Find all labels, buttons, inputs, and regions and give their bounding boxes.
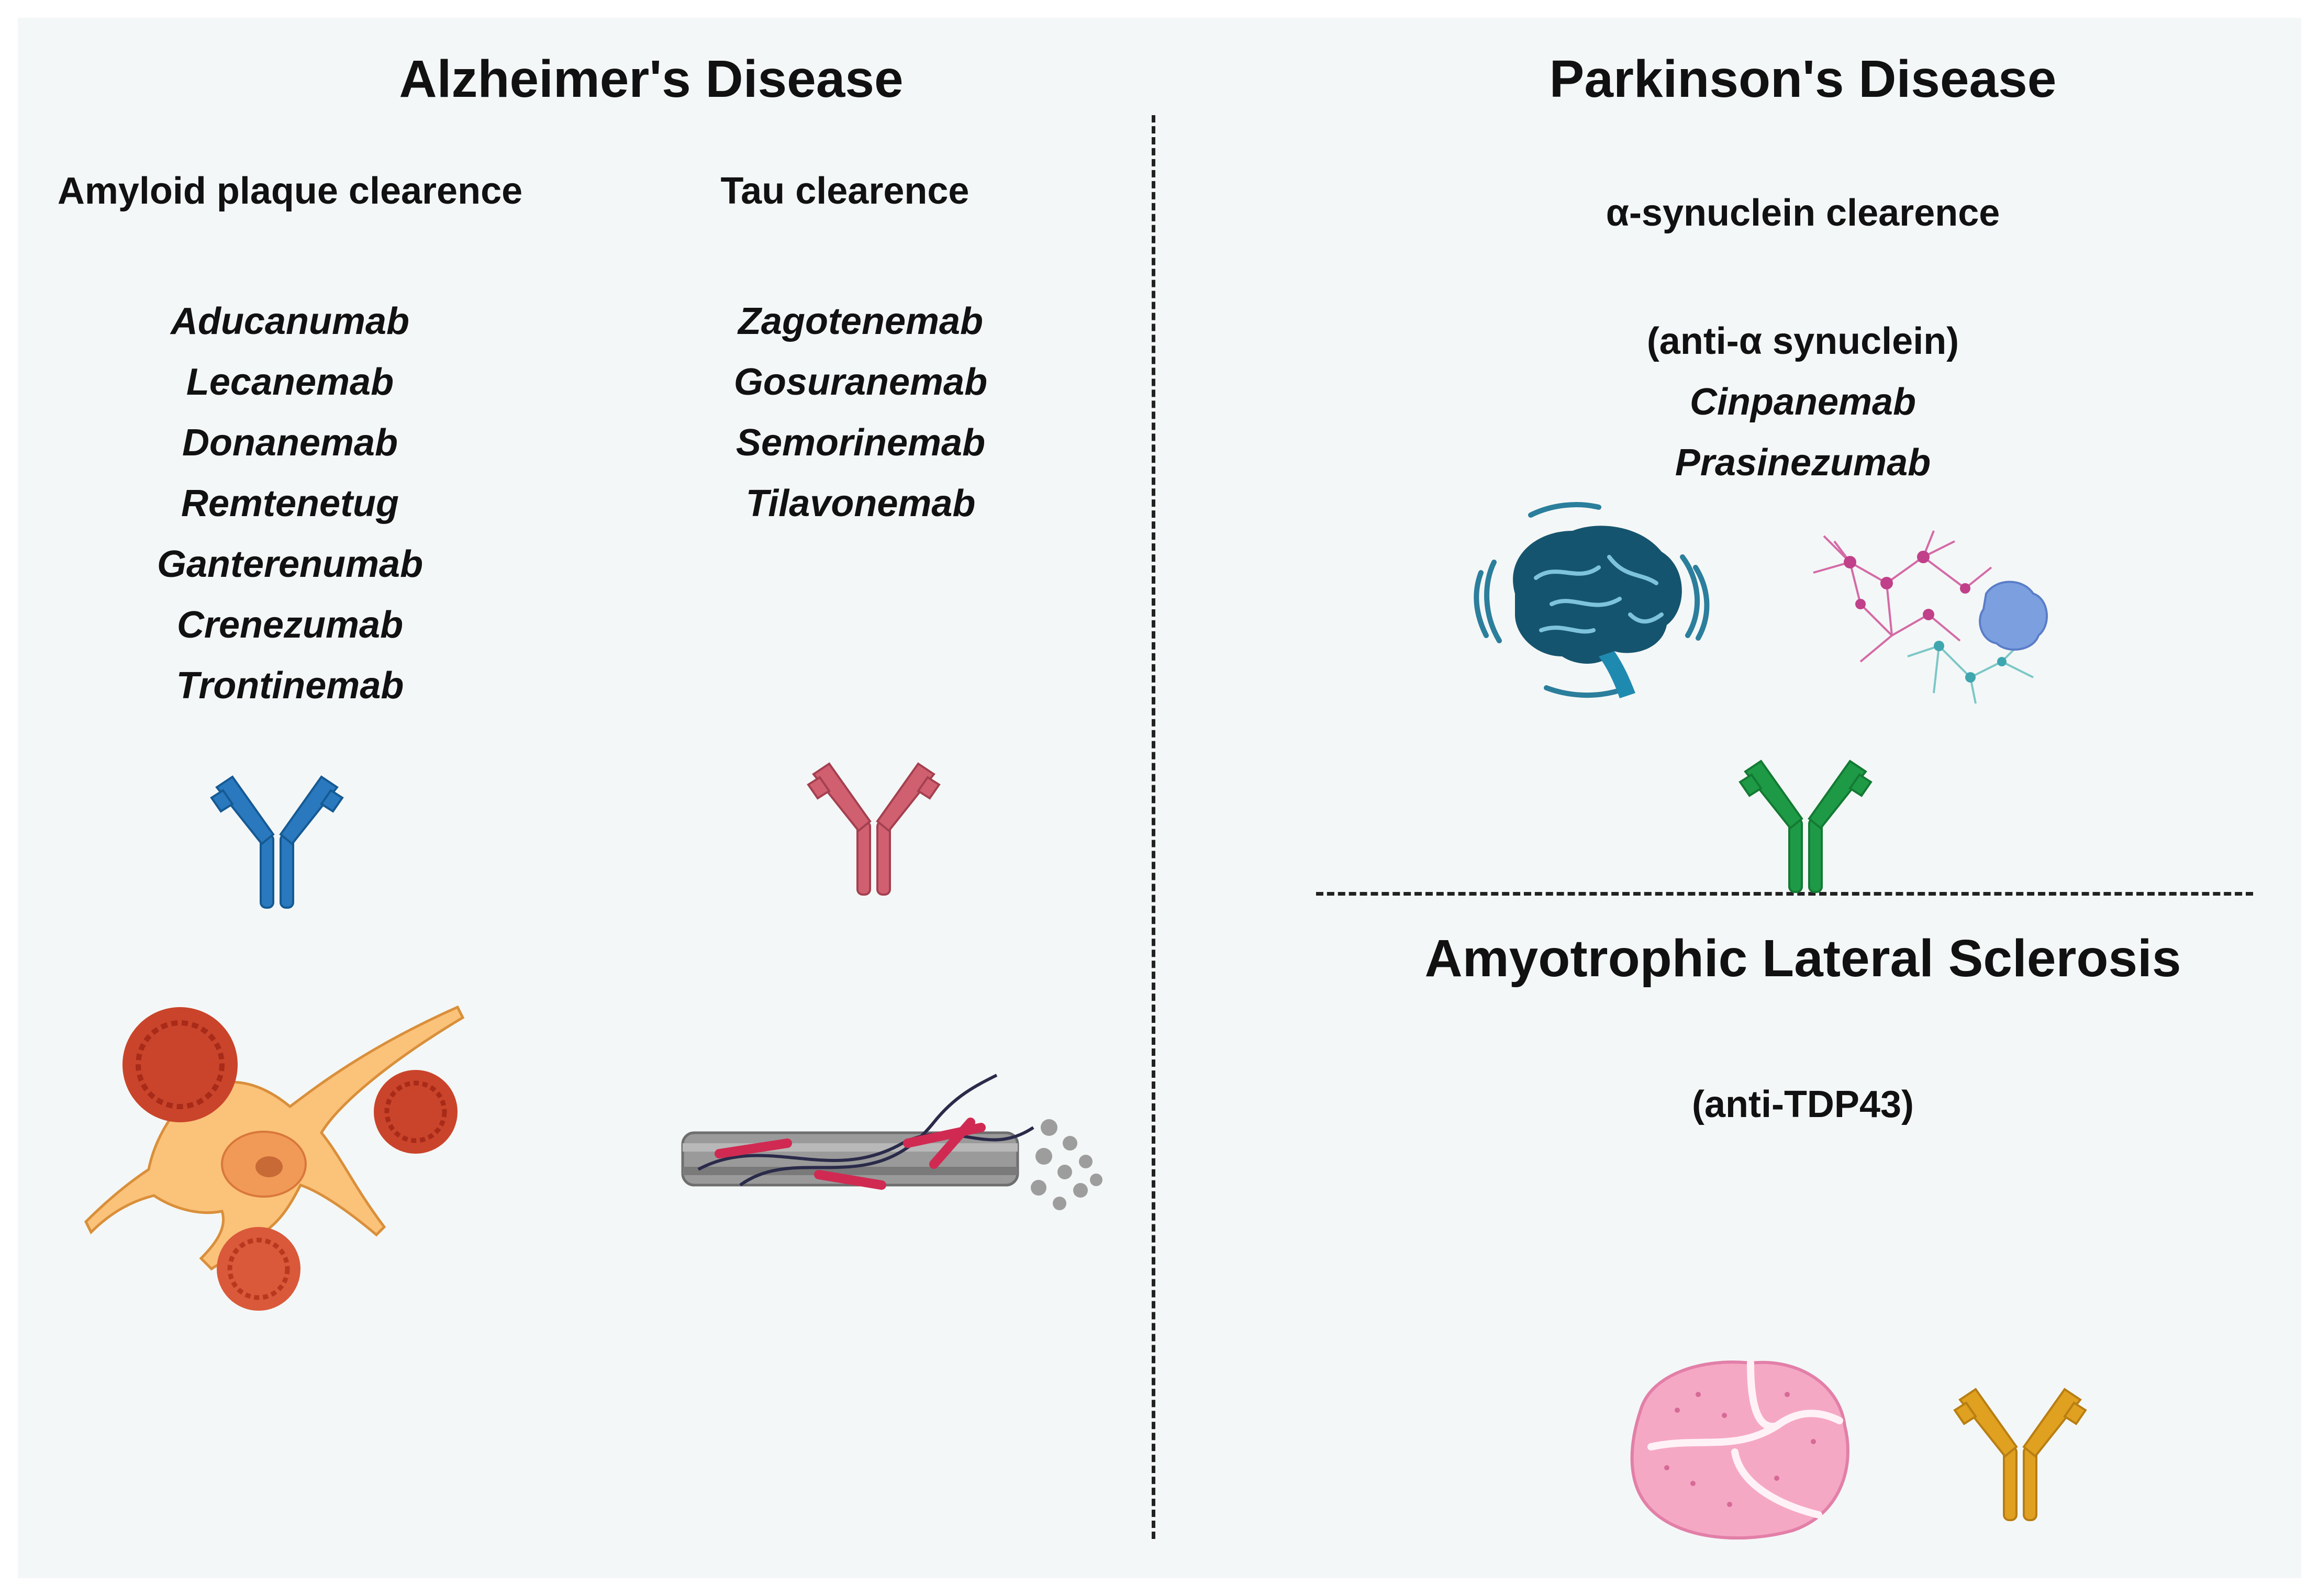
tau-drug-list: Zagotenemab Gosuranemab Semorinemab Tila… xyxy=(636,291,1086,534)
drug-name: Crenezumab xyxy=(176,604,404,646)
muscle-tissue-icon xyxy=(1630,1359,1849,1540)
als-title: Amyotrophic Lateral Sclerosis xyxy=(1424,929,2181,988)
parkinsons-title: Parkinson's Disease xyxy=(1549,50,2057,108)
amyloid-drug-list: Aducanumab Lecanemab Donanemab Remtenetu… xyxy=(81,291,499,716)
brain-icon xyxy=(1474,502,1710,698)
tau-heading: Tau clearence xyxy=(720,170,969,212)
antibody-icon xyxy=(1953,1388,2087,1521)
drug-name: Prasinezumab xyxy=(1675,442,1931,484)
drug-name: Aducanumab xyxy=(170,300,410,342)
drug-name: Trontinemab xyxy=(176,665,404,707)
antibody-icon xyxy=(210,775,344,909)
neuron-plaque-icon xyxy=(84,1005,465,1311)
drug-name: Donanemab xyxy=(182,422,398,464)
diagram-canvas: Alzheimer's Disease Amyloid plaque clear… xyxy=(18,18,2301,1578)
vertical-divider xyxy=(1152,115,1155,1539)
drug-name: Zagotenemab xyxy=(738,300,984,342)
drug-name: Cinpanemab xyxy=(1689,381,1916,423)
als-note: (anti-TDP43) xyxy=(1691,1084,1914,1125)
alzheimers-title: Alzheimer's Disease xyxy=(399,50,904,108)
synuclein-heading: α-synuclein clearence xyxy=(1606,192,2000,234)
antibody-target-note: (anti-α synuclein) xyxy=(1646,320,1959,362)
drug-name: Ganterenumab xyxy=(157,543,424,585)
amyloid-heading: Amyloid plaque clearence xyxy=(57,170,523,212)
drug-name: Semorinemab xyxy=(735,422,986,464)
horizontal-divider xyxy=(1316,892,2253,896)
microtubule-tau-icon xyxy=(681,1074,1102,1210)
drug-name: Gosuranemab xyxy=(733,361,988,403)
drug-name: Tilavonemab xyxy=(745,483,976,524)
drug-name: Remtenetug xyxy=(181,483,399,524)
drug-name: Lecanemab xyxy=(186,361,394,403)
antibody-icon xyxy=(1738,760,1873,893)
antibody-icon xyxy=(807,762,941,896)
neuron-network-icon xyxy=(1813,530,2048,704)
parkinsons-drug-list: (anti-α synuclein) Cinpanemab Prasinezum… xyxy=(1447,311,2159,493)
